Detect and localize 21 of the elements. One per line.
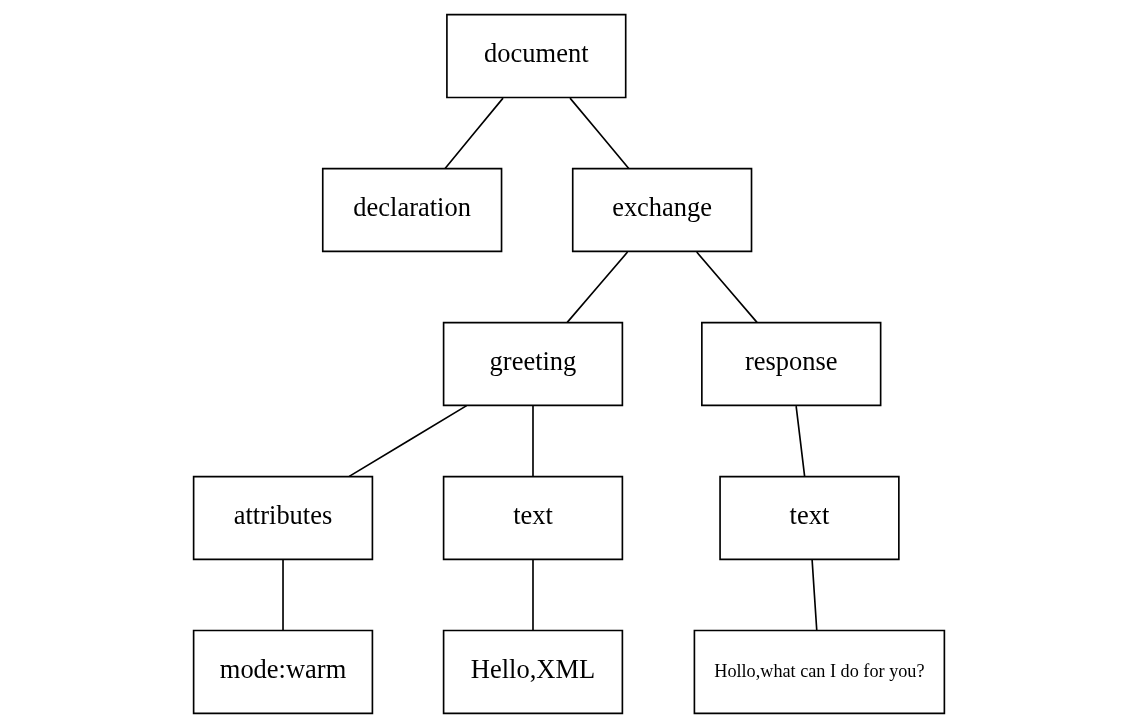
node-box: response	[701, 321, 882, 407]
node-box: Hello,XML	[442, 629, 624, 715]
node-box: exchange	[571, 167, 753, 253]
node-box: document	[446, 13, 627, 99]
connector	[444, 97, 504, 170]
connector	[282, 559, 284, 632]
node-box: attributes	[192, 475, 374, 561]
connector	[348, 404, 468, 478]
node-box: greeting	[442, 321, 624, 407]
connector	[569, 97, 630, 170]
node-box: Hollo,what can I do for you?	[693, 629, 946, 715]
node-box: text	[442, 475, 624, 561]
node-box: mode:warm	[192, 629, 374, 715]
connector	[566, 251, 629, 324]
connector	[811, 559, 818, 632]
connector	[532, 405, 534, 478]
connector	[795, 405, 806, 478]
node-box: declaration	[321, 167, 503, 253]
node-box: text	[719, 475, 900, 561]
connector	[695, 251, 758, 324]
connector	[532, 559, 534, 632]
